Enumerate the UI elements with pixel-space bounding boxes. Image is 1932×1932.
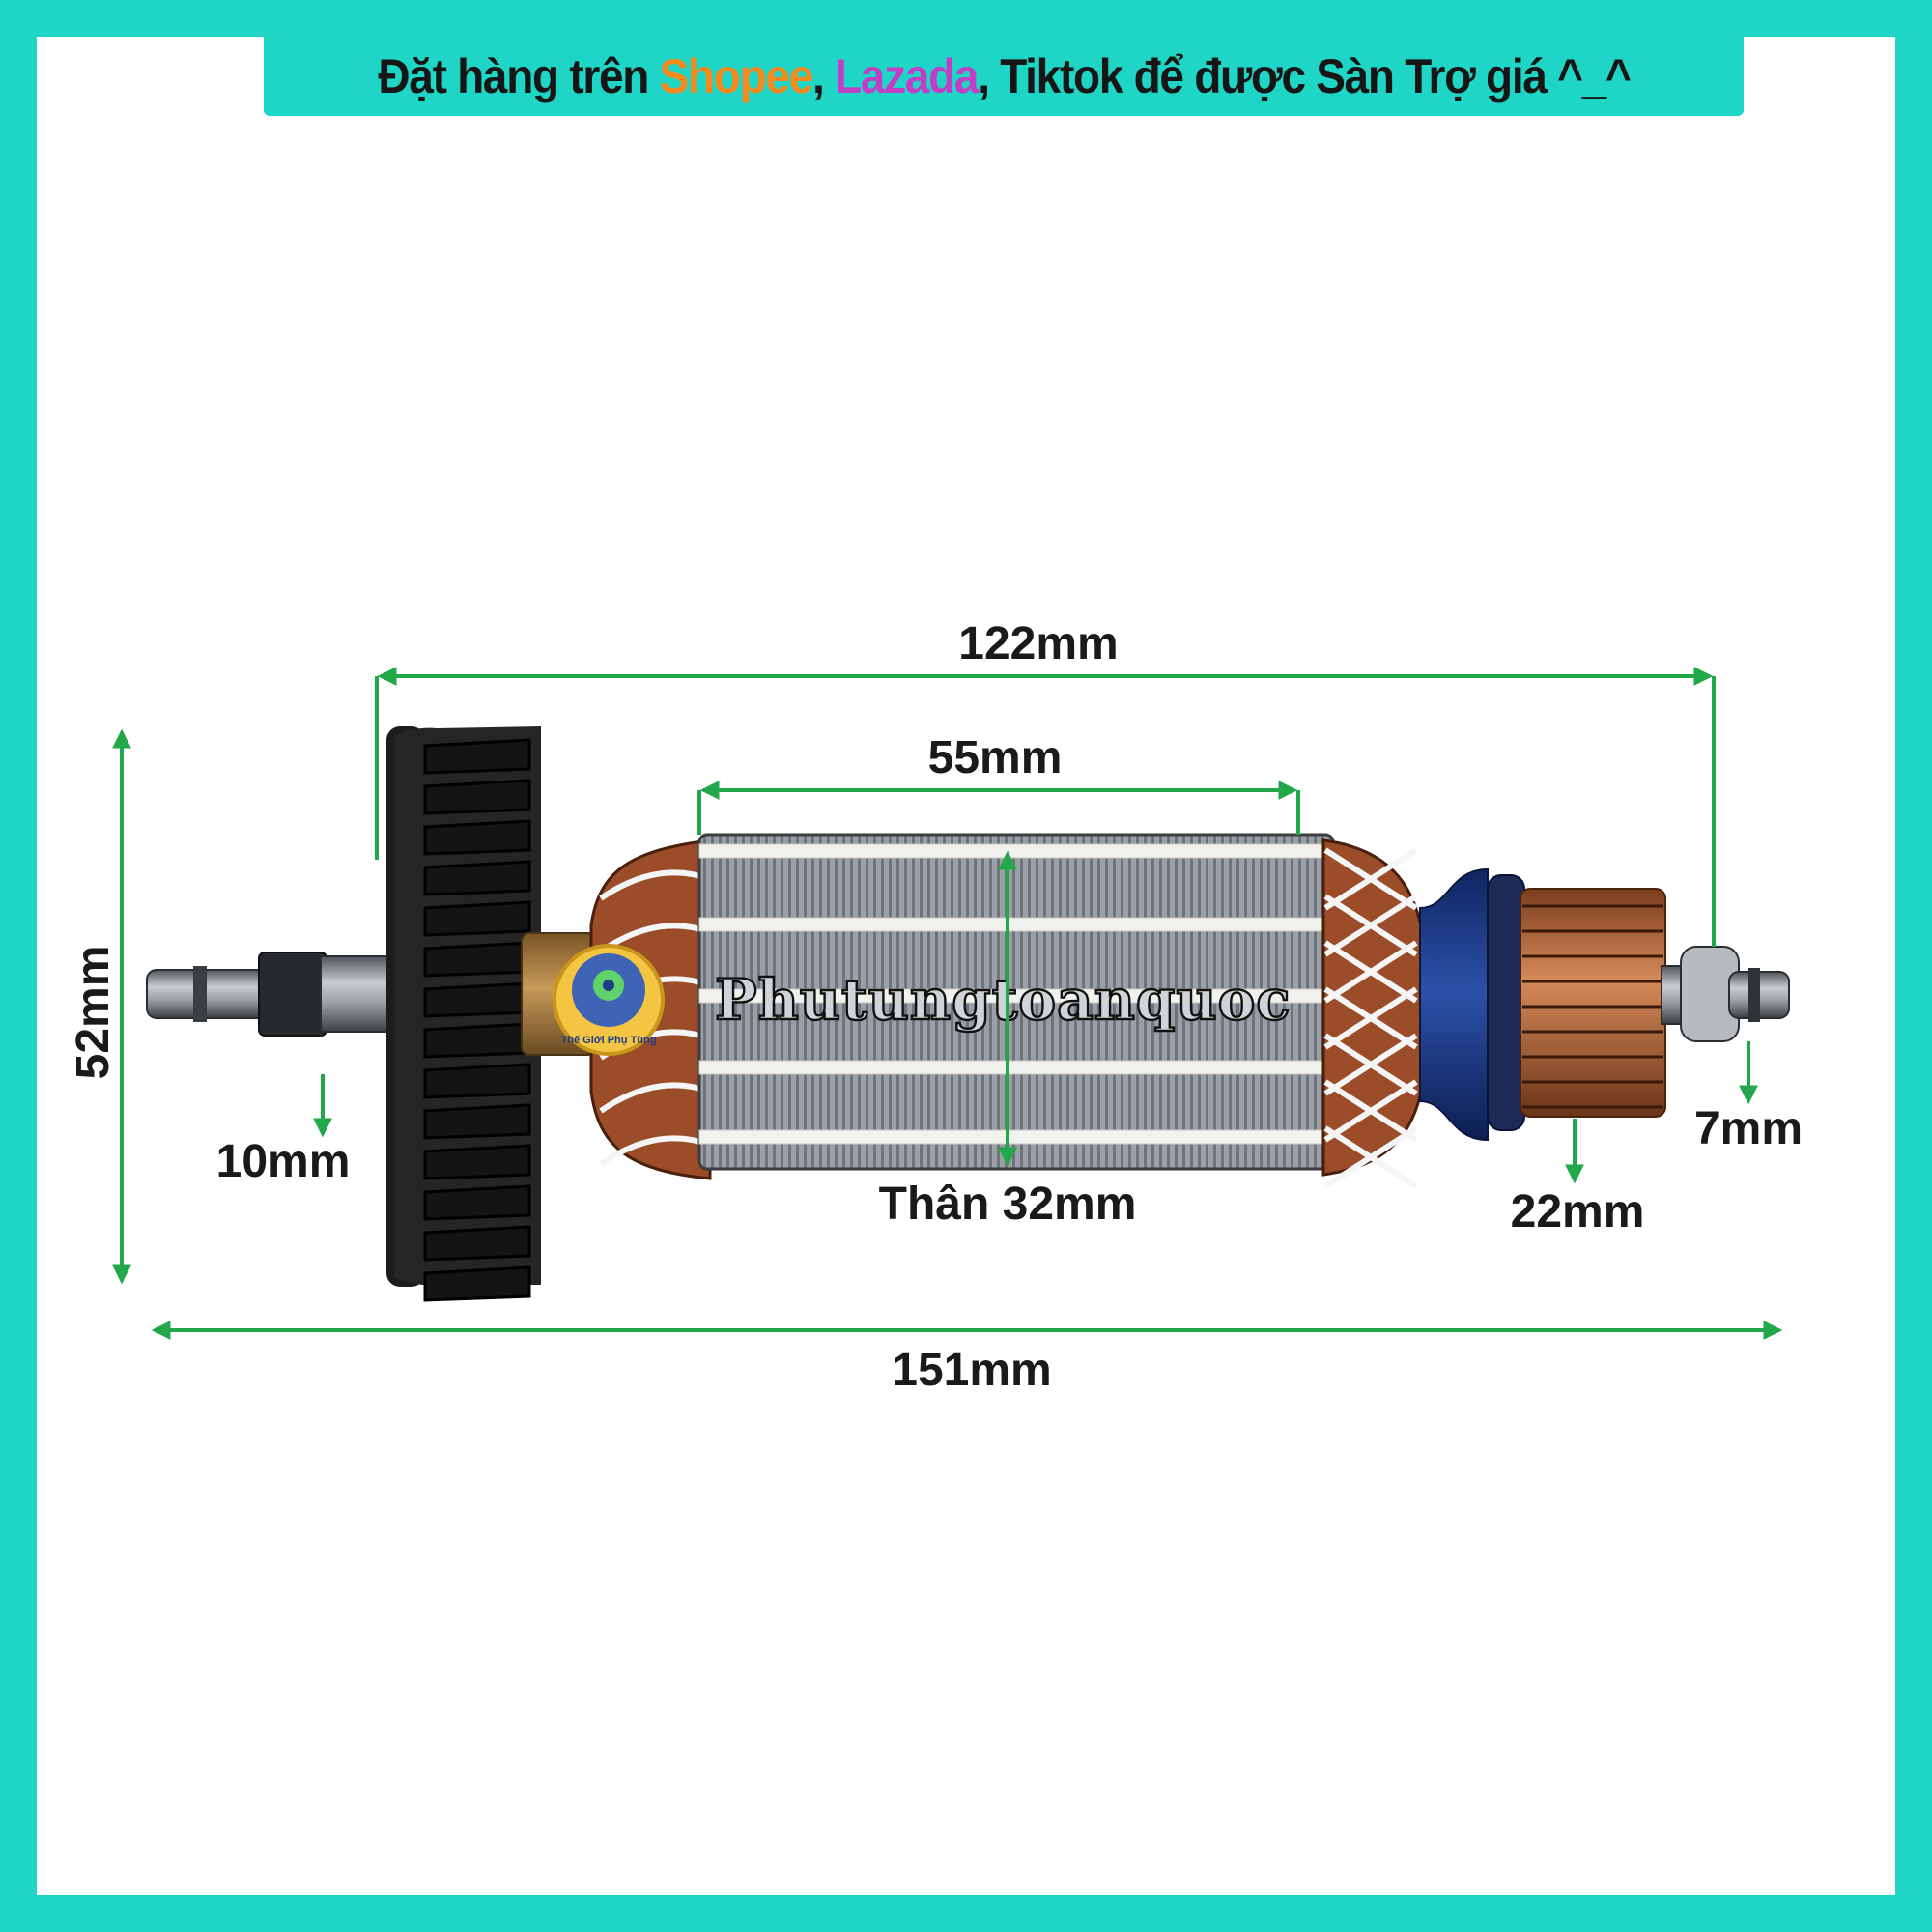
fan-blade bbox=[423, 1225, 531, 1262]
winding-thread bbox=[1323, 894, 1418, 957]
label-22mm: 22mm bbox=[1511, 1186, 1645, 1237]
dimension-lines bbox=[112, 667, 1783, 1340]
fan-blade bbox=[423, 941, 531, 978]
slot-insulator bbox=[698, 1060, 1334, 1075]
slot-insulator bbox=[698, 917, 1334, 932]
left-shaft-groove bbox=[193, 966, 207, 1022]
winding-thread bbox=[1323, 986, 1418, 1050]
fan-blade bbox=[423, 981, 531, 1018]
fan-blade bbox=[423, 738, 531, 775]
fan-blade bbox=[423, 860, 531, 896]
right-end-winding bbox=[1321, 838, 1428, 1177]
watermark-text: Phutungtoanquoc bbox=[715, 967, 1292, 1033]
winding-thread bbox=[1323, 1125, 1418, 1189]
brand-logo: Thế Giới Phụ Tùng bbox=[553, 944, 665, 1056]
logo-caption: Thế Giới Phụ Tùng bbox=[561, 1035, 657, 1046]
promo-banner: Đặt hàng trên Shopee, Lazada, Tiktok để … bbox=[264, 37, 1744, 116]
label-10mm: 10mm bbox=[216, 1136, 351, 1187]
fan-blade bbox=[423, 1022, 531, 1059]
left-hex-nut bbox=[258, 952, 327, 1037]
banner-prefix: Đặt hàng trên bbox=[377, 49, 660, 103]
label-55mm: 55mm bbox=[928, 732, 1063, 783]
label-52mm: 52mm bbox=[68, 946, 119, 1080]
commutator bbox=[1487, 874, 1666, 1131]
fan-blade bbox=[423, 1184, 531, 1221]
fan-blade bbox=[423, 779, 531, 815]
banner-separator: , bbox=[811, 49, 835, 103]
cooling-fan bbox=[386, 726, 541, 1302]
label-7mm: 7mm bbox=[1694, 1103, 1803, 1154]
fan-blade bbox=[423, 819, 531, 856]
slot-insulator bbox=[698, 1129, 1334, 1145]
blue-resin-neck bbox=[1419, 867, 1489, 1142]
armature bbox=[146, 726, 1790, 1302]
label-core-32mm: Thân 32mm bbox=[879, 1179, 1137, 1230]
label-151mm: 151mm bbox=[892, 1345, 1051, 1396]
promo-banner-text: Đặt hàng trên Shopee, Lazada, Tiktok để … bbox=[377, 48, 1632, 104]
fan-blade bbox=[423, 1144, 531, 1180]
fan-blade bbox=[423, 1103, 531, 1140]
lazada-link[interactable]: Lazada bbox=[834, 49, 980, 103]
winding-thread bbox=[1323, 940, 1418, 1004]
shopee-link[interactable]: Shopee bbox=[659, 49, 813, 103]
winding-thread bbox=[1323, 1079, 1418, 1143]
slot-insulator bbox=[698, 843, 1334, 859]
left-shaft bbox=[146, 969, 273, 1019]
fan-blade bbox=[423, 1063, 531, 1099]
fan-blade bbox=[423, 1265, 531, 1302]
fan-blade bbox=[423, 900, 531, 937]
winding-thread bbox=[1323, 1033, 1418, 1096]
banner-suffix: , Tiktok để được Sàn Trợ giá ^_^ bbox=[977, 49, 1632, 103]
label-122mm: 122mm bbox=[958, 618, 1118, 669]
winding-thread bbox=[1323, 847, 1418, 911]
